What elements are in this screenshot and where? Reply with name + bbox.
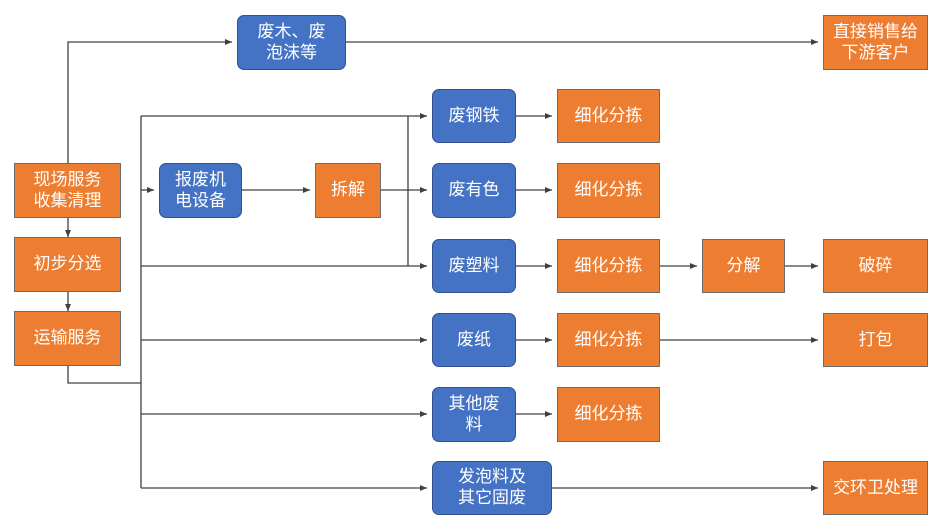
node-label: 废纸 <box>457 329 491 350</box>
node-plastic: 废塑料 <box>432 239 516 293</box>
node-other-waste: 其他废 料 <box>432 387 516 442</box>
node-scrap-equipment: 报废机 电设备 <box>159 163 242 218</box>
node-label: 现场服务 收集清理 <box>33 169 102 211</box>
node-disassemble: 拆解 <box>315 163 381 218</box>
node-label: 报废机 电设备 <box>175 169 226 211</box>
node-collect: 现场服务 收集清理 <box>14 163 121 218</box>
node-direct-sale: 直接销售给 下游客户 <box>823 15 928 70</box>
node-label: 细化分拣 <box>574 329 643 350</box>
node-fine-sort: 细化分拣 <box>557 239 660 293</box>
node-label: 细化分拣 <box>574 105 643 126</box>
node-decompose: 分解 <box>702 239 785 293</box>
node-nonferrous: 废有色 <box>432 163 516 218</box>
node-label: 直接销售给 下游客户 <box>833 21 918 63</box>
node-label: 废有色 <box>448 180 500 200</box>
node-label: 细化分拣 <box>574 255 643 276</box>
node-steel: 废钢铁 <box>432 89 516 143</box>
node-fine-sort: 细化分拣 <box>557 313 660 367</box>
node-label: 细化分拣 <box>574 404 643 424</box>
node-transport: 运输服务 <box>14 311 121 366</box>
node-label: 发泡料及 其它固废 <box>458 467 526 508</box>
node-fine-sort: 细化分拣 <box>557 163 660 218</box>
node-paper: 废纸 <box>432 313 516 367</box>
node-crush: 破碎 <box>823 239 928 293</box>
node-foam-solid: 发泡料及 其它固废 <box>432 461 552 515</box>
node-label: 拆解 <box>331 180 365 200</box>
node-label: 废木、废 泡沫等 <box>257 21 326 63</box>
node-pack: 打包 <box>823 313 928 367</box>
node-label: 打包 <box>858 329 893 350</box>
node-label: 运输服务 <box>33 328 102 348</box>
edge-transport-bus <box>67 366 141 384</box>
edge-collect-wood <box>67 39 232 163</box>
node-wood-foam: 废木、废 泡沫等 <box>237 15 346 70</box>
node-fine-sort: 细化分拣 <box>557 89 660 143</box>
node-label: 细化分拣 <box>574 180 643 200</box>
node-label: 交环卫处理 <box>833 477 918 498</box>
node-presort: 初步分选 <box>14 237 121 292</box>
node-label: 破碎 <box>858 255 893 276</box>
node-fine-sort: 细化分拣 <box>557 387 660 442</box>
node-label: 初步分选 <box>33 254 102 274</box>
node-label: 废钢铁 <box>448 105 500 126</box>
node-label: 分解 <box>726 255 761 276</box>
node-sanitation: 交环卫处理 <box>823 461 928 515</box>
node-label: 废塑料 <box>448 255 500 276</box>
node-label: 其他废 料 <box>448 393 500 435</box>
